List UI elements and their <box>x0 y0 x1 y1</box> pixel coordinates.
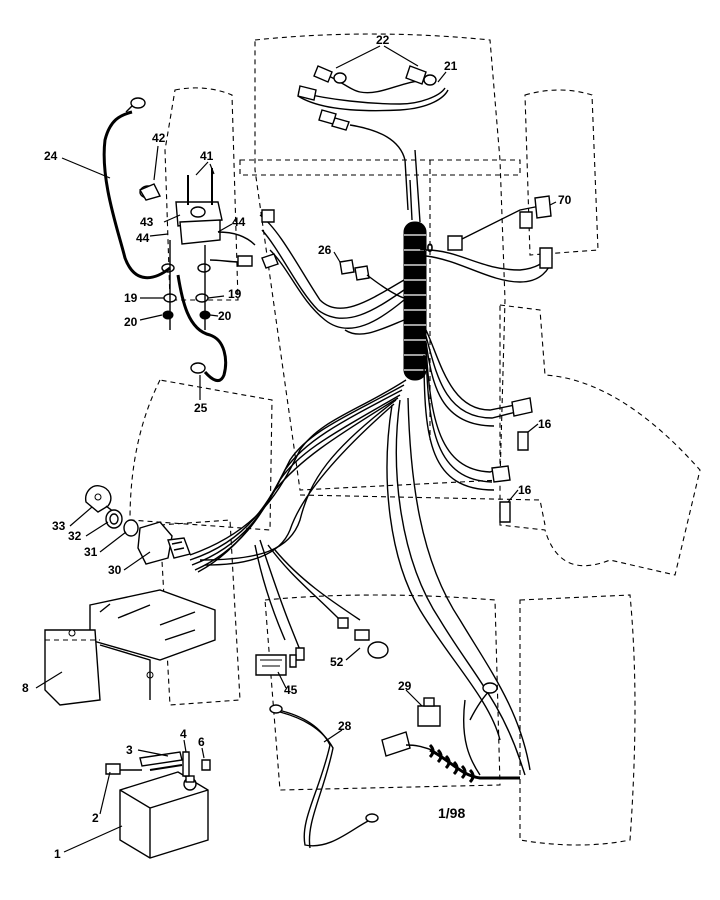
fuse-holder <box>255 654 297 676</box>
callout-8: 8 <box>22 681 29 695</box>
callout-3: 3 <box>126 743 133 757</box>
callout-44-right: 44 <box>232 215 246 229</box>
right-harness <box>423 195 553 523</box>
callout-42: 42 <box>152 131 166 145</box>
callout-41: 41 <box>200 149 214 163</box>
headlight-assembly <box>297 65 449 211</box>
battery-tray <box>44 589 216 706</box>
callout-43: 43 <box>140 215 154 229</box>
callout-2: 2 <box>92 811 99 825</box>
leader-lines <box>35 45 557 853</box>
ignition-switch <box>85 485 191 565</box>
callouts: 22 21 24 42 41 43 44 44 19 19 20 20 25 2… <box>22 33 572 861</box>
callout-52: 52 <box>330 655 344 669</box>
left-harness <box>259 209 405 335</box>
callout-32: 32 <box>68 529 82 543</box>
callout-20-left: 20 <box>124 315 138 329</box>
callout-30: 30 <box>108 563 122 577</box>
callout-20-right: 20 <box>218 309 232 323</box>
cable-25 <box>176 274 228 383</box>
callout-24: 24 <box>44 149 58 163</box>
callout-33: 33 <box>52 519 66 533</box>
callout-31: 31 <box>84 545 98 559</box>
callout-26: 26 <box>318 243 332 257</box>
callout-70: 70 <box>558 193 572 207</box>
callout-21: 21 <box>444 59 458 73</box>
battery <box>105 751 211 859</box>
cable-28 <box>269 704 379 849</box>
solenoid-assembly <box>138 168 256 330</box>
callout-16-upper: 16 <box>538 417 552 431</box>
ignition-bundle <box>189 379 407 661</box>
date-code: 1/98 <box>438 805 465 821</box>
callout-25: 25 <box>194 401 208 415</box>
main-loom <box>403 149 427 381</box>
callout-22: 22 <box>376 33 390 47</box>
rear-wires <box>381 397 531 784</box>
callout-6: 6 <box>198 735 205 749</box>
cable-24 <box>102 97 171 280</box>
callout-19-left: 19 <box>124 291 138 305</box>
callout-4: 4 <box>180 727 187 741</box>
callout-45: 45 <box>284 683 298 697</box>
callout-16-lower: 16 <box>518 483 532 497</box>
callout-29: 29 <box>398 679 412 693</box>
callout-19-right: 19 <box>228 287 242 301</box>
callout-1: 1 <box>54 847 61 861</box>
callout-40: 40 <box>420 241 434 255</box>
callout-28: 28 <box>338 719 352 733</box>
callout-44-left: 44 <box>136 231 150 245</box>
